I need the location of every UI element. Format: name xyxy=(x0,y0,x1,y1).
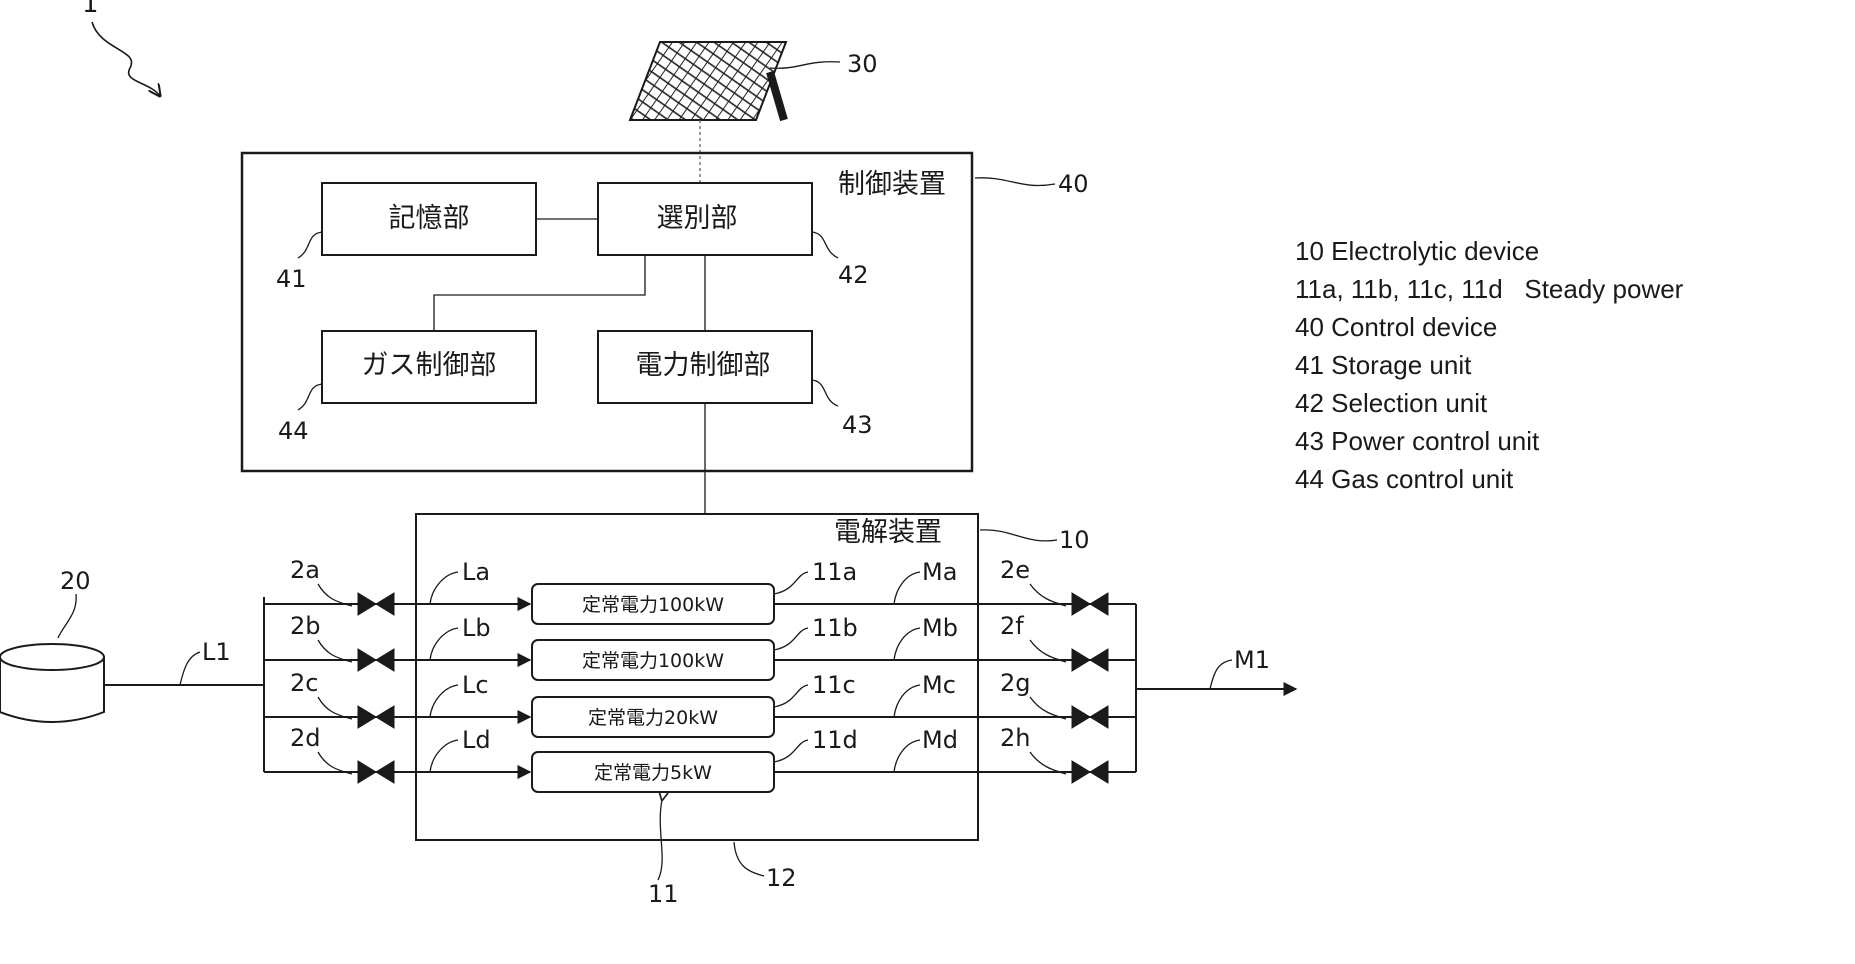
cell-ref-leader xyxy=(774,685,808,707)
inlet-valve-ref: 2d xyxy=(290,724,321,752)
cell-ref: 11a xyxy=(812,558,857,586)
outlet-valve-icon xyxy=(1072,649,1108,671)
leader-42 xyxy=(812,232,838,258)
inlet-valve-ref: 2b xyxy=(290,612,321,640)
electrolysis-rows: 2a La 定常電力100kW 11a Ma 2e 2b Lb 定常電力100kW 11b Mb 2f… xyxy=(264,556,1136,792)
leader-41 xyxy=(298,232,322,258)
electrolysis-cell-label: 定常電力100kW xyxy=(582,594,724,616)
inlet-valve-ref: 2a xyxy=(290,556,320,584)
legend-item: 43 Power control unit xyxy=(1295,422,1683,460)
frame-ref: 12 xyxy=(766,864,797,892)
electrolysis-cell-label: 定常電力5kW xyxy=(594,762,712,784)
leader-l1 xyxy=(180,652,200,685)
outlet-valve-leader xyxy=(1030,584,1066,606)
outlet-valve-ref: 2f xyxy=(1000,612,1024,640)
control-device-title: 制御装置 xyxy=(838,169,946,200)
legend-item: 41 Storage unit xyxy=(1295,346,1683,384)
legend-item: 40 Control device xyxy=(1295,308,1683,346)
outlet-valve-leader xyxy=(1030,640,1066,662)
legend-item: 10 Electrolytic device xyxy=(1295,232,1683,270)
leader-m1 xyxy=(1210,660,1232,689)
leader-20 xyxy=(58,594,76,638)
solar-panel-icon xyxy=(630,42,786,120)
solar-panel-ref: 30 xyxy=(847,50,878,78)
storage-unit-label: 記憶部 xyxy=(389,203,470,234)
outlet-valve-ref: 2h xyxy=(1000,724,1030,752)
inlet-line-label: L1 xyxy=(202,638,231,666)
outlet-valve-icon xyxy=(1072,593,1108,615)
leader-30 xyxy=(770,62,840,69)
electrolysis-cell-label: 定常電力100kW xyxy=(582,650,724,672)
outlet-valve-icon xyxy=(1072,761,1108,783)
legend-item: 44 Gas control unit xyxy=(1295,460,1683,498)
inlet-valve-leader xyxy=(318,697,352,719)
outlet-line-label: Mb xyxy=(922,614,958,642)
figure-label: 1 xyxy=(82,0,99,19)
selection-unit-label: 選別部 xyxy=(657,203,738,234)
inlet-line-leader xyxy=(430,740,458,772)
selection-unit-ref: 42 xyxy=(838,261,869,289)
storage-unit-ref: 41 xyxy=(276,265,307,293)
cell-group-ref: 11 xyxy=(648,880,679,908)
outlet-line-leader xyxy=(894,628,920,660)
cell-ref: 11d xyxy=(812,726,858,754)
inlet-line-leader xyxy=(430,628,458,660)
outlet-valve-ref: 2e xyxy=(1000,556,1030,584)
inlet-line-leader xyxy=(430,685,458,717)
outlet-line-label: Md xyxy=(922,726,958,754)
leader-43 xyxy=(812,380,838,406)
legend: 10 Electrolytic device 11a, 11b, 11c, 11… xyxy=(1295,232,1683,498)
inlet-valve-icon xyxy=(358,649,394,671)
control-device-ref: 40 xyxy=(1058,170,1089,198)
outlet-valve-icon xyxy=(1072,706,1108,728)
cell-ref-leader xyxy=(774,740,808,762)
inlet-valve-icon xyxy=(358,706,394,728)
inlet-valve-leader xyxy=(318,584,352,606)
inlet-valve-leader xyxy=(318,640,352,662)
outlet-line-leader xyxy=(894,740,920,772)
inlet-valve-leader xyxy=(318,752,352,774)
power-control-unit-ref: 43 xyxy=(842,411,873,439)
inlet-line-leader xyxy=(430,572,458,604)
tank-ref: 20 xyxy=(60,567,91,595)
electrolytic-device-title: 電解装置 xyxy=(834,517,942,548)
electrolytic-device-ref: 10 xyxy=(1059,526,1090,554)
gas-control-unit-ref: 44 xyxy=(278,417,309,445)
tank-icon xyxy=(0,644,104,722)
outlet-line-label: Mc xyxy=(922,671,956,699)
inlet-valve-ref: 2c xyxy=(290,669,318,697)
cell-ref-leader xyxy=(774,628,808,650)
inlet-line-label: Lc xyxy=(462,671,489,699)
outlet-line-leader xyxy=(894,572,920,604)
legend-item: 42 Selection unit xyxy=(1295,384,1683,422)
cell-ref: 11c xyxy=(812,671,856,699)
leader-44 xyxy=(298,384,322,410)
outlet-line-label: Ma xyxy=(922,558,957,586)
cell-ref-leader xyxy=(774,572,808,594)
inlet-valve-icon xyxy=(358,593,394,615)
inlet-line-label: Lb xyxy=(462,614,491,642)
outlet-line-leader xyxy=(894,685,920,717)
legend-item: 11a, 11b, 11c, 11d Steady power xyxy=(1295,270,1683,308)
power-control-unit-label: 電力制御部 xyxy=(636,350,771,381)
cell-ref: 11b xyxy=(812,614,858,642)
outlet-line-label: M1 xyxy=(1234,646,1270,674)
leader-12 xyxy=(734,842,764,876)
inlet-line-label: La xyxy=(462,558,490,586)
inlet-valve-icon xyxy=(358,761,394,783)
leader-40 xyxy=(975,178,1055,186)
inlet-line-label: Ld xyxy=(462,726,491,754)
outlet-valve-ref: 2g xyxy=(1000,669,1031,697)
leader-10 xyxy=(980,530,1057,541)
gas-control-unit-label: ガス制御部 xyxy=(362,350,497,381)
electrolysis-cell-label: 定常電力20kW xyxy=(588,707,718,729)
outlet-valve-leader xyxy=(1030,697,1066,719)
outlet-valve-leader xyxy=(1030,752,1066,774)
figure-pointer-arrow xyxy=(92,22,160,96)
